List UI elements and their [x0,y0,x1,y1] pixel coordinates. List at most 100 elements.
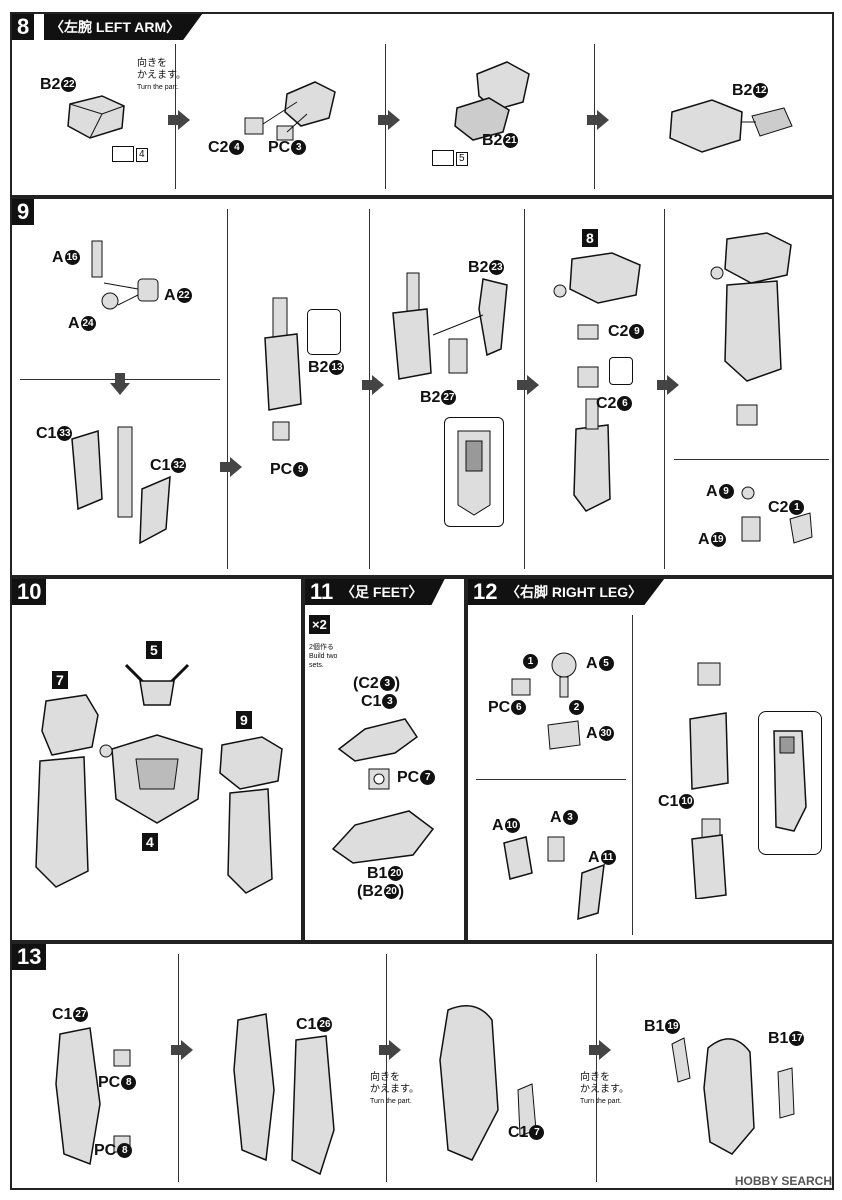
forearm-part-drawing [264,297,302,441]
step-title: 〈左腕 LEFT ARM〉 [44,14,203,40]
right-arm-drawing [219,736,283,894]
arm-part-drawing [669,99,793,153]
arm-part-drawing [67,95,125,139]
divider [178,954,179,1182]
torso-drawing [111,734,203,824]
arm-part-drawing [454,61,530,141]
step-number: 12 [468,579,503,605]
knee-part-drawing [511,652,581,750]
foot-part-drawing [331,810,435,864]
step-arrow [379,1040,401,1060]
leg-assembly-drawing [689,662,729,899]
leg-part-drawing [233,1013,335,1176]
detail-part-drawing [773,730,807,832]
left-arm-drawing [35,694,113,888]
step-order-1: 1 [522,653,538,671]
step-number: 13 [12,944,47,970]
step-arrow [589,1040,611,1060]
subassembly-ref-4: 4 [142,833,158,851]
forearm-part-drawing [71,426,171,545]
divider [632,615,633,935]
foot-part-drawing [337,718,419,762]
step-arrow [587,110,609,130]
step-arrow [171,1040,193,1060]
step-arrow [220,457,242,477]
step-number: 10 [12,579,47,605]
arm-assembly-drawing [553,252,641,512]
arm-assembly-drawing [710,232,792,426]
ref-number: 5 [456,152,468,166]
step-order-2: 2 [568,699,584,717]
step-13-panel: 13 向きを かえます。Turn the part. 向きを かえます。Turn… [10,942,834,1190]
turn-note: 向きを かえます。Turn the part. [370,1072,419,1105]
step-number: 8 [12,14,35,40]
detail-box [444,417,504,527]
divider [386,954,387,1182]
ref-number: 4 [136,148,148,162]
watermark: HOBBY SEARCH [734,1174,832,1188]
step-arrow [657,375,679,395]
build-count-badge: ×2 [309,615,330,634]
turn-note: 向きを かえます。Turn the part. [137,58,186,91]
leg-part-drawing [439,1005,537,1161]
subassembly-ref-8: 8 [582,229,598,247]
step-arrow [517,375,539,395]
polycap-drawing [368,768,390,790]
step-number: 9 [12,199,35,225]
step-arrow [110,373,130,395]
head-drawing [124,663,190,706]
turn-note: 向きを かえます。Turn the part. [580,1072,629,1105]
subassembly-ref-7: 7 [52,671,68,689]
step-10-panel: 10 7 5 9 4 [10,577,303,942]
ref-box [112,146,134,162]
arm-part-drawing [244,81,336,141]
step-title: 〈足 FEET〉 [335,579,445,605]
detail-box [609,357,633,385]
forearm-part-drawing [392,272,508,380]
detail-box [758,711,822,855]
leg-frame-drawing [503,836,605,921]
step-arrow [378,110,400,130]
detail-box [307,309,341,355]
step-number: 11 [305,579,339,605]
divider [227,209,228,569]
detail-part-drawing [457,430,491,516]
